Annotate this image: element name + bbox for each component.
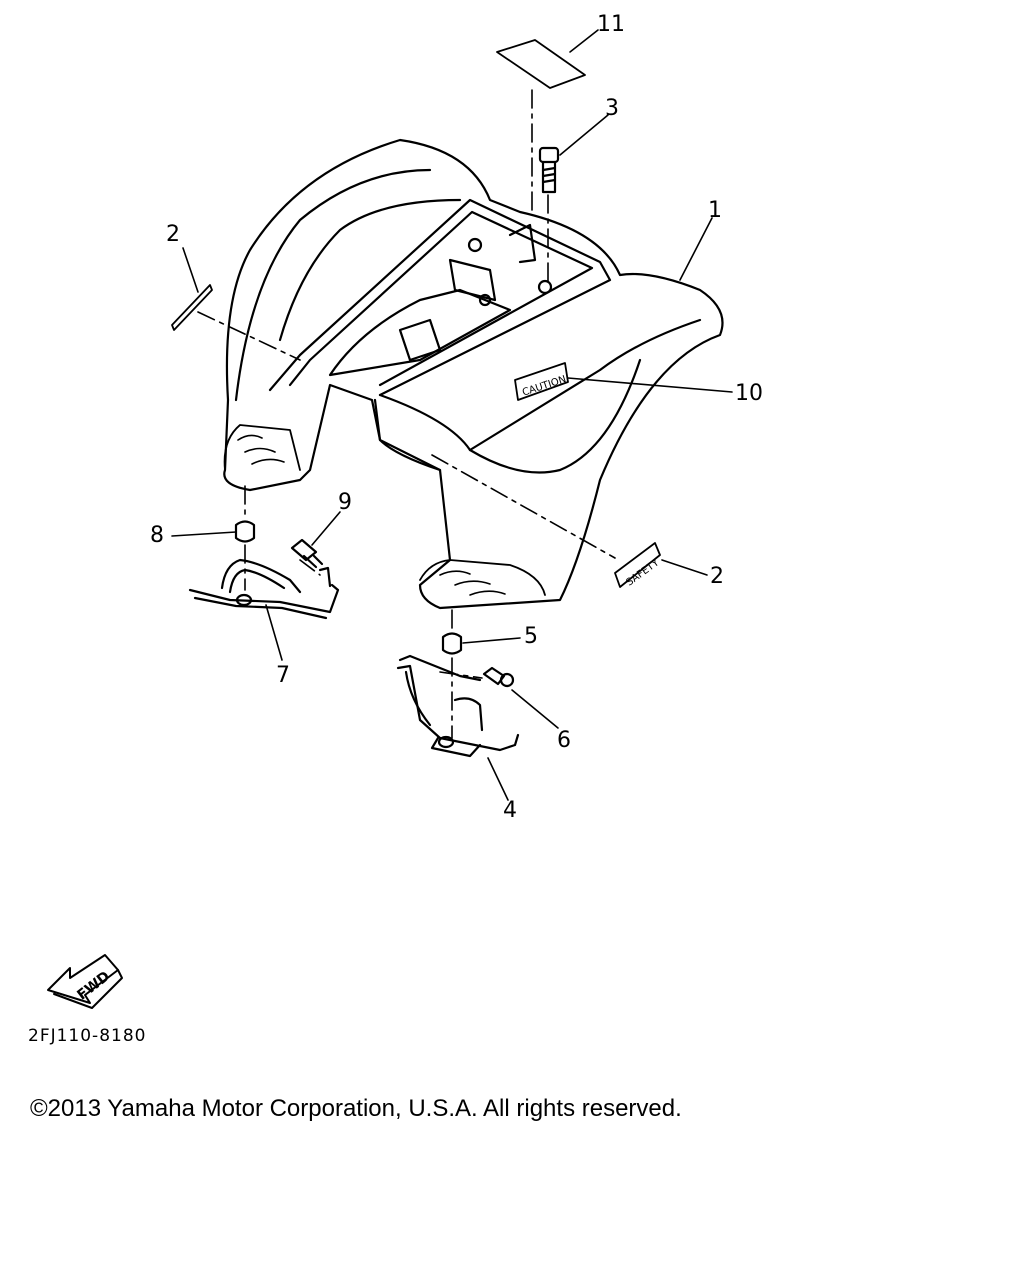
copyright-notice: ©2013 Yamaha Motor Corporation, U.S.A. A… (30, 1095, 682, 1122)
callout-11: 11 (597, 12, 625, 37)
callout-9: 9 (338, 490, 352, 515)
leader-lines (171, 29, 733, 801)
callout-2-right: 2 (710, 564, 724, 589)
bolt-left-part (290, 538, 324, 569)
callout-6: 6 (557, 728, 571, 753)
assembly-lines (197, 89, 616, 739)
bolt-part (538, 146, 560, 194)
forward-direction-arrow: FWD (47, 954, 123, 1009)
label-left-part (171, 284, 213, 331)
callout-4: 4 (503, 798, 517, 823)
left-bracket-part (188, 558, 340, 620)
drawing-code: 2FJ110-8180 (28, 1026, 147, 1046)
callout-3: 3 (605, 96, 619, 121)
label-top-part (496, 39, 586, 89)
rear-fender-part (223, 138, 724, 610)
callout-1: 1 (708, 198, 722, 223)
callout-7: 7 (276, 663, 290, 688)
callout-10: 10 (735, 381, 763, 406)
collar-left-part (234, 520, 256, 543)
callout-2-left: 2 (166, 222, 180, 247)
callout-8: 8 (150, 523, 164, 548)
collar-right-part (441, 632, 463, 655)
bolt-right-part (482, 666, 515, 688)
callout-5: 5 (524, 624, 538, 649)
safety-label-right-part: SAFETY (614, 542, 662, 589)
fwd-label: FWD (74, 968, 113, 1003)
right-bracket-part (396, 654, 520, 758)
